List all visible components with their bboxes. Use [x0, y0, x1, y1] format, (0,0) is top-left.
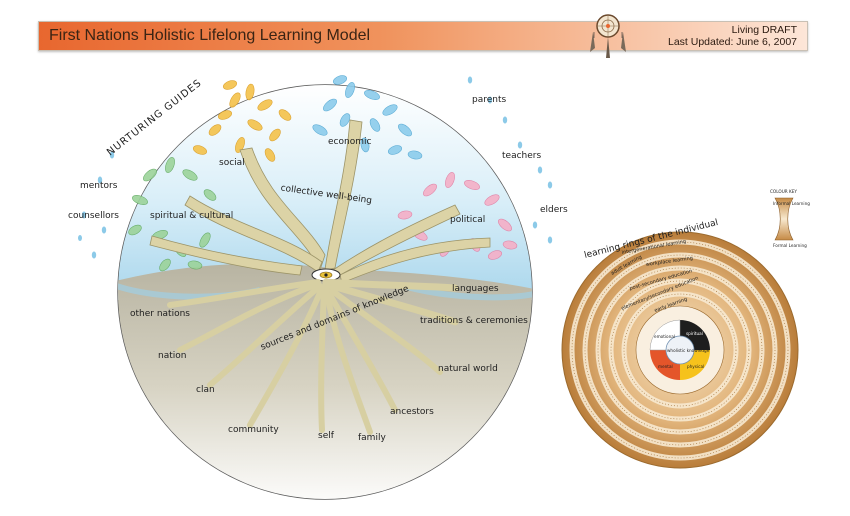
- branch-social: social: [219, 158, 245, 168]
- tree-roots: [167, 278, 459, 435]
- guide-parents: parents: [472, 95, 507, 105]
- colour-key-formal: Formal Learning: [773, 243, 807, 248]
- branch-economic: economic: [328, 137, 371, 147]
- root-ancestors: ancestors: [390, 407, 434, 417]
- draft-status: Living DRAFT: [731, 24, 797, 36]
- root-traditions-ceremonies: traditions & ceremonies: [420, 316, 528, 326]
- core-wholistic: wholistic knowledge: [667, 348, 710, 353]
- guide-mentors: mentors: [80, 181, 118, 191]
- tree-trunk: [149, 119, 491, 284]
- branch-political: political: [450, 215, 485, 225]
- root-self: self: [318, 431, 335, 441]
- blue-leaves: [312, 75, 423, 160]
- core-mental: mental: [658, 364, 673, 369]
- guide-teachers: teachers: [502, 151, 541, 161]
- guide-counsellors: counsellors: [68, 211, 119, 221]
- colour-key-title: COLOUR KEY: [770, 189, 797, 194]
- root-other-nations: other nations: [130, 309, 190, 319]
- root-clan: clan: [196, 385, 215, 395]
- core-emotional: emotional: [654, 334, 675, 339]
- guidance-drops: [78, 76, 553, 259]
- dreamcatcher-icon: [590, 14, 626, 58]
- yellow-leaves: [192, 80, 292, 162]
- root-community: community: [228, 425, 279, 435]
- title-banner: First Nations Holistic Lifelong Learning…: [38, 21, 808, 51]
- last-updated: Last Updated: June 6, 2007: [667, 36, 797, 48]
- green-leaves: [128, 157, 217, 272]
- colour-key: [774, 197, 794, 241]
- draft-info: Living DRAFT Last Updated: June 6, 2007: [668, 24, 797, 48]
- medicine-wheel: [649, 319, 710, 380]
- root-family: family: [358, 433, 386, 443]
- core-spiritual: spiritual: [686, 331, 703, 336]
- root-languages: languages: [452, 284, 499, 294]
- page-title: First Nations Holistic Lifelong Learning…: [49, 27, 371, 44]
- root-natural-world: natural world: [438, 364, 498, 374]
- branch-spiritual-cultural: spiritual & cultural: [150, 211, 233, 221]
- root-nation: nation: [158, 351, 186, 361]
- colour-key-informal: Informal Learning: [773, 201, 810, 206]
- core-physical: physical: [687, 364, 704, 369]
- guide-elders: elders: [540, 205, 568, 215]
